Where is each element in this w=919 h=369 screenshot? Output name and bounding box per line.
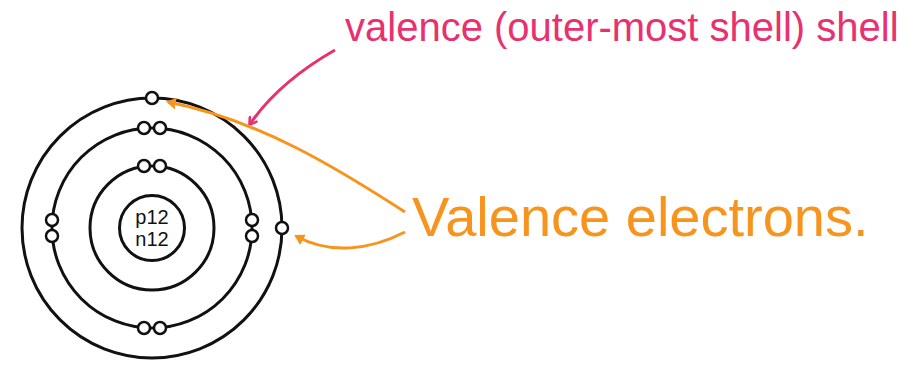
- shell-label: valence (outer-most shell) shell: [345, 6, 905, 48]
- electron: [138, 160, 150, 172]
- outer-shell: [22, 98, 282, 358]
- electron: [154, 322, 166, 334]
- electron-shells: [22, 98, 282, 358]
- second-shell: [52, 128, 252, 328]
- first-shell: [90, 166, 214, 290]
- electron: [138, 322, 150, 334]
- electron: [246, 230, 258, 242]
- electrons-label: Valence electrons.: [412, 186, 912, 248]
- nucleus-text: p12: [135, 206, 168, 228]
- nucleus-text: n12: [135, 228, 168, 250]
- electron: [154, 160, 166, 172]
- electron: [246, 214, 258, 226]
- electron: [138, 122, 150, 134]
- electron: [46, 230, 58, 242]
- electron: [276, 222, 288, 234]
- electron: [154, 122, 166, 134]
- shell-pointer: [250, 50, 335, 124]
- electron-pointer: [296, 232, 405, 248]
- nucleus-circle: p12n12: [118, 194, 186, 262]
- electron: [146, 92, 158, 104]
- electron-pointer: [168, 102, 405, 212]
- electron: [46, 214, 58, 226]
